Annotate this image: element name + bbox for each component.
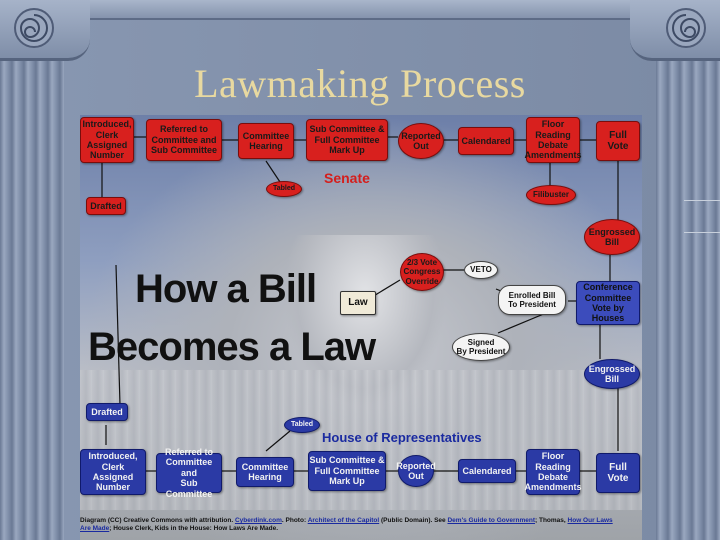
scroll-icon	[14, 8, 54, 48]
senate-engrossed-box: Engrossed Bill	[584, 219, 640, 255]
senate-hearing-box: Committee Hearing	[238, 123, 294, 159]
senate-introduced-box: Introduced, Clerk Assigned Number	[80, 117, 134, 163]
house-markup-box: Sub Committee & Full Committee Mark Up	[308, 451, 386, 491]
credit-link-cyberdink[interactable]: Cyberdink.com	[234, 517, 282, 524]
senate-floor-box: Floor Reading Debate Amendments	[525, 117, 582, 163]
congress-override-box: 2/3 Vote Congress Override	[400, 253, 444, 291]
house-drafted-box: Drafted	[86, 403, 128, 421]
scroll-icon	[666, 8, 706, 48]
senate-full-vote-box: Full Vote	[596, 121, 640, 161]
credit-text-part: Diagram (CC) Creative Commons with attri…	[80, 517, 234, 524]
veto-box: VETO	[464, 261, 498, 279]
diagram-connectors	[101, 136, 619, 472]
house-calendared-box: Calendared	[458, 459, 516, 483]
house-full-vote-box: Full Vote	[596, 453, 640, 493]
credit-text-part: (Public Domain). See	[381, 517, 446, 524]
credit-text-part: Thomas,	[538, 517, 566, 524]
left-capital-decoration	[0, 0, 90, 61]
divider	[684, 232, 720, 233]
heading-how-a-bill: How a Bill	[135, 267, 317, 311]
senate-markup-box: Sub Committee & Full Committee Mark Up	[306, 119, 388, 161]
house-reported-box: Reported Out	[396, 455, 436, 487]
house-engrossed-box: Engrossed Bill	[584, 359, 640, 389]
signed-by-president-box: Signed By President	[452, 333, 510, 361]
credit-link-how-laws[interactable]: How Our Laws	[567, 517, 613, 524]
enrolled-bill-box: Enrolled Bill To President	[498, 285, 566, 315]
senate-calendared-box: Calendared	[458, 127, 514, 155]
left-column-decoration	[0, 0, 64, 540]
right-capital-decoration	[630, 0, 720, 61]
senate-label: Senate	[324, 170, 370, 186]
senate-referred-box: Referred to Committee and Sub Committee	[146, 119, 222, 161]
senate-drafted-box: Drafted	[86, 197, 126, 215]
lintel-decoration	[80, 0, 640, 20]
house-tabled-box: Tabled	[284, 417, 320, 433]
house-floor-box: Floor Reading Debate Amendments	[525, 449, 582, 495]
credit-text-part: Photo:	[285, 517, 307, 524]
law-box: Law	[340, 291, 376, 315]
house-label: House of Representatives	[322, 430, 482, 445]
credit-text-part: ; House Clerk, Kids in the House: How La…	[109, 525, 279, 533]
senate-reported-box: Reported Out	[398, 123, 444, 159]
credit-link-are-made[interactable]: Are Made	[80, 525, 110, 533]
lawmaking-diagram: Introduced, Clerk Assigned Number Referr…	[80, 115, 642, 540]
house-hearing-box: Committee Hearing	[236, 457, 294, 487]
credit-text: Diagram (CC) Creative Commons with attri…	[80, 517, 613, 533]
heading-becomes-a-law: Becomes a Law	[88, 325, 376, 369]
senate-tabled-box: Tabled	[266, 181, 302, 197]
credit-link-guide[interactable]: Dem's Guide to Government	[447, 517, 535, 524]
divider	[684, 200, 720, 201]
house-referred-box: Referred to Committee and Sub Committee	[156, 447, 222, 499]
senate-filibuster-box: Filibuster	[526, 185, 576, 205]
house-introduced-box: Introduced, Clerk Assigned Number	[80, 449, 146, 495]
credit-link-architect[interactable]: Architect of the Capitol	[307, 517, 380, 524]
slide-title: Lawmaking Process	[194, 61, 526, 106]
conference-committee-box: Conference Committee Vote by Houses	[576, 281, 640, 325]
right-column-decoration	[656, 0, 720, 540]
